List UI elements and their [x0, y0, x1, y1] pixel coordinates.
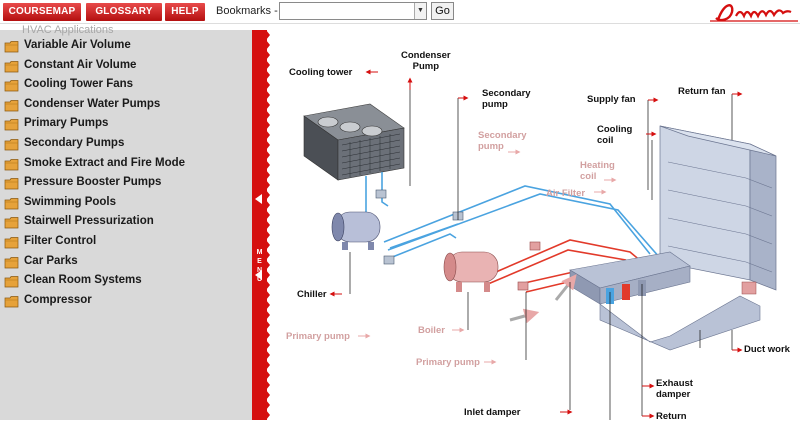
sidebar-item[interactable]: Swimming Pools — [4, 195, 252, 213]
hvac-schematic — [303, 69, 777, 420]
bookmarks-select[interactable]: ▼ — [279, 2, 427, 20]
sidebar-item-label: Variable Air Volume — [24, 39, 131, 51]
sidebar-item[interactable]: Secondary Pumps — [4, 136, 252, 154]
sidebar-item-label: Cooling Tower Fans — [24, 78, 134, 91]
sidebar-item-label: Primary Pumps — [24, 117, 109, 130]
dropdown-arrow-icon[interactable]: ▼ — [414, 3, 426, 19]
folder-icon — [4, 178, 19, 190]
label-duct-work: Duct work — [744, 344, 790, 355]
sidebar-item-label: Pressure Booster Pumps — [24, 176, 162, 189]
folder-icon — [4, 276, 19, 288]
label-primary-pump-faint: Primary pump — [286, 331, 350, 342]
menu-edge-decoration — [266, 30, 270, 420]
sidebar-item[interactable]: Clean Room Systems — [4, 273, 252, 291]
sidebar-item-label: Condenser Water Pumps — [24, 97, 161, 110]
label-primary-pump: Primary pump — [416, 357, 480, 368]
sidebar-header: HVAC Applications — [22, 24, 114, 36]
sidebar-item-label: Smoke Extract and Fire Mode — [24, 156, 186, 169]
help-button[interactable]: HELP — [165, 3, 205, 21]
sidebar-item-label: Filter Control — [24, 235, 97, 247]
chiller-unit — [331, 211, 381, 250]
folder-icon — [4, 139, 19, 151]
label-exhaust-damper: Exhaust damper — [656, 378, 693, 400]
folder-icon — [4, 60, 19, 72]
label-heating-coil: Heating coil — [580, 160, 615, 182]
label-supply-fan: Supply fan — [587, 94, 636, 105]
folder-icon — [4, 237, 19, 249]
folder-icon — [4, 158, 19, 170]
sidebar-item[interactable]: Compressor — [4, 293, 252, 311]
label-chiller: Chiller — [297, 289, 327, 300]
folder-icon — [4, 295, 19, 308]
folder-icon — [4, 119, 19, 131]
sidebar-item-label: Stairwell Pressurization — [24, 215, 154, 228]
folder-icon — [4, 256, 19, 268]
sidebar-item[interactable]: Pressure Booster Pumps — [4, 175, 252, 193]
label-return-fan: Return fan — [678, 86, 726, 97]
collapse-arrow-icon[interactable] — [255, 270, 262, 280]
sidebar-item-label: Car Parks — [24, 254, 78, 267]
folder-icon — [4, 41, 19, 53]
folder-icon — [4, 99, 19, 112]
brand-logo — [690, 0, 800, 24]
sidebar-item-label: Swimming Pools — [24, 195, 117, 208]
glossary-button[interactable]: GLOSSARY — [86, 3, 162, 21]
sidebar-item-label: Compressor — [24, 293, 92, 306]
sidebar-item[interactable]: Cooling Tower Fans — [4, 77, 252, 95]
sidebar-item[interactable]: Variable Air Volume — [4, 38, 252, 56]
sidebar-item-label: Clean Room Systems — [24, 274, 142, 287]
label-boiler: Boiler — [418, 325, 445, 336]
bookmarks-label: Bookmarks - — [216, 5, 278, 17]
label-inlet-damper: Inlet damper — [464, 407, 521, 418]
coursemap-button[interactable]: COURSEMAP — [3, 3, 81, 21]
label-cooling-coil: Cooling coil — [597, 124, 633, 146]
label-return: Return — [656, 411, 687, 422]
label-cooling-tower: Cooling tower — [289, 67, 353, 78]
boiler-unit — [443, 251, 499, 292]
sidebar-item[interactable]: Smoke Extract and Fire Mode — [4, 156, 252, 174]
collapse-arrow-icon[interactable] — [255, 194, 262, 204]
sidebar-item-label: Constant Air Volume — [24, 58, 137, 71]
cooling-tower-unit — [303, 103, 405, 181]
folder-icon — [4, 217, 19, 229]
sidebar-item[interactable]: Filter Control — [4, 234, 252, 252]
sidebar-item[interactable]: Stairwell Pressurization — [4, 214, 252, 232]
label-air-filter: Air Filter — [546, 188, 586, 199]
sidebar-item[interactable]: Constant Air Volume — [4, 58, 252, 76]
sidebar-item[interactable]: Condenser Water Pumps — [4, 97, 252, 115]
airflow-arrows — [509, 274, 577, 324]
sidebar-item[interactable]: Car Parks — [4, 254, 252, 272]
sidebar-item[interactable]: Primary Pumps — [4, 116, 252, 134]
sidebar-item-label: Secondary Pumps — [24, 137, 125, 149]
top-toolbar: COURSEMAP GLOSSARY HELP Bookmarks - ▼ Go — [0, 0, 800, 24]
hvac-diagram: Cooling tower Condenser Pump Secondary p… — [270, 30, 800, 422]
label-secondary-pump: Secondary pump — [482, 88, 531, 110]
folder-icon — [4, 80, 19, 92]
go-button[interactable]: Go — [431, 2, 454, 20]
label-secondary-pump-faint: Secondary pump — [478, 130, 527, 152]
callout-lines — [349, 90, 733, 420]
air-handling-unit — [569, 125, 777, 351]
folder-icon — [4, 197, 19, 210]
label-condenser-pump: Condenser Pump — [401, 50, 451, 72]
